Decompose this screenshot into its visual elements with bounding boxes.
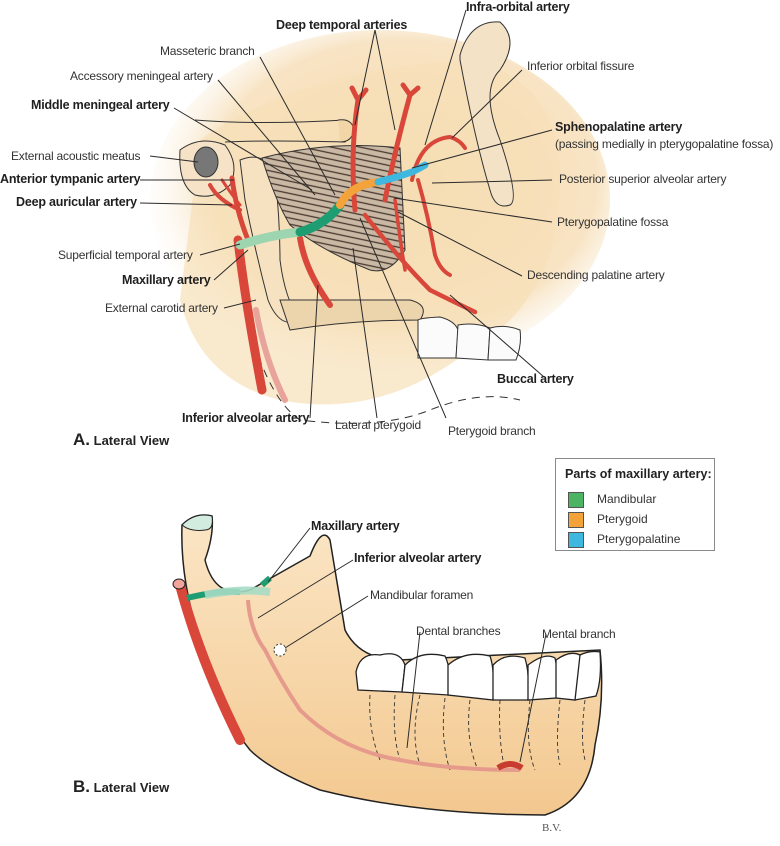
upper-molars — [417, 316, 521, 361]
label-posterior-superior-alveolar-artery: Posterior superior alveolar artery — [559, 172, 727, 186]
artist-signature: B.V. — [542, 822, 562, 834]
label-superficial-temporal-artery: Superficial temporal artery — [58, 248, 193, 262]
label-mental-branch: Mental branch — [542, 627, 616, 641]
label-lateral-pterygoid: Lateral pterygoid — [335, 418, 421, 432]
label-anterior-tympanic-artery: Anterior tympanic artery — [0, 172, 141, 186]
panel-b-caption: B. Lateral View — [73, 777, 169, 797]
label-maxillary-artery-a: Maxillary artery — [122, 273, 211, 287]
maxillary-parts-legend: Parts of maxillary artery: Mandibular Pt… — [555, 458, 715, 551]
label-external-carotid-artery: External carotid artery — [105, 301, 218, 315]
label-pterygopalatine-fossa: Pterygopalatine fossa — [557, 215, 669, 229]
label-inferior-orbital-fissure: Inferior orbital fissure — [527, 59, 635, 73]
label-middle-meningeal-artery: Middle meningeal artery — [31, 98, 170, 112]
panel-b-view: Lateral View — [93, 780, 170, 795]
label-mandibular-foramen: Mandibular foramen — [370, 588, 474, 602]
label-deep-auricular-artery: Deep auricular artery — [16, 195, 137, 209]
panel-a-view: Lateral View — [93, 433, 170, 448]
panel-b-mandible — [172, 514, 603, 816]
label-infra-orbital-artery: Infra-orbital artery — [466, 0, 570, 14]
label-pterygoid-branch: Pterygoid branch — [448, 424, 536, 438]
legend-label: Pterygoid — [597, 512, 648, 526]
label-buccal-artery: Buccal artery — [497, 372, 574, 386]
legend-title: Parts of maxillary artery: — [565, 467, 712, 481]
label-descending-palatine-artery: Descending palatine artery — [527, 268, 665, 282]
label-maxillary-artery-b: Maxillary artery — [311, 519, 400, 533]
label-external-acoustic-meatus: External acoustic meatus — [11, 149, 141, 163]
label-masseteric-branch: Masseteric branch — [160, 44, 255, 58]
arteries-panel-a — [208, 82, 478, 403]
label-inferior-alveolar-artery-a: Inferior alveolar artery — [182, 411, 310, 425]
legend-swatch — [568, 512, 584, 528]
label-inferior-alveolar-artery-b: Inferior alveolar artery — [354, 551, 482, 565]
leader-lines-b — [257, 527, 547, 763]
label-sphenopalatine-artery: Sphenopalatine artery — [555, 120, 683, 134]
legend-label: Pterygopalatine — [597, 532, 681, 546]
leader-lines-a — [139, 9, 553, 419]
legend-label: Mandibular — [597, 492, 657, 506]
panel-b-letter: B. — [73, 777, 90, 796]
label-sphenopalatine-note: (passing medially in pterygopalatine fos… — [555, 137, 774, 151]
label-dental-branches: Dental branches — [416, 624, 501, 638]
legend-swatch — [568, 532, 584, 548]
panel-a-caption: A. Lateral View — [73, 430, 169, 450]
label-deep-temporal-arteries: Deep temporal arteries — [276, 18, 408, 32]
legend-swatch — [568, 492, 584, 508]
label-accessory-meningeal-artery: Accessory meningeal artery — [70, 69, 213, 83]
panel-a-letter: A. — [73, 430, 90, 449]
